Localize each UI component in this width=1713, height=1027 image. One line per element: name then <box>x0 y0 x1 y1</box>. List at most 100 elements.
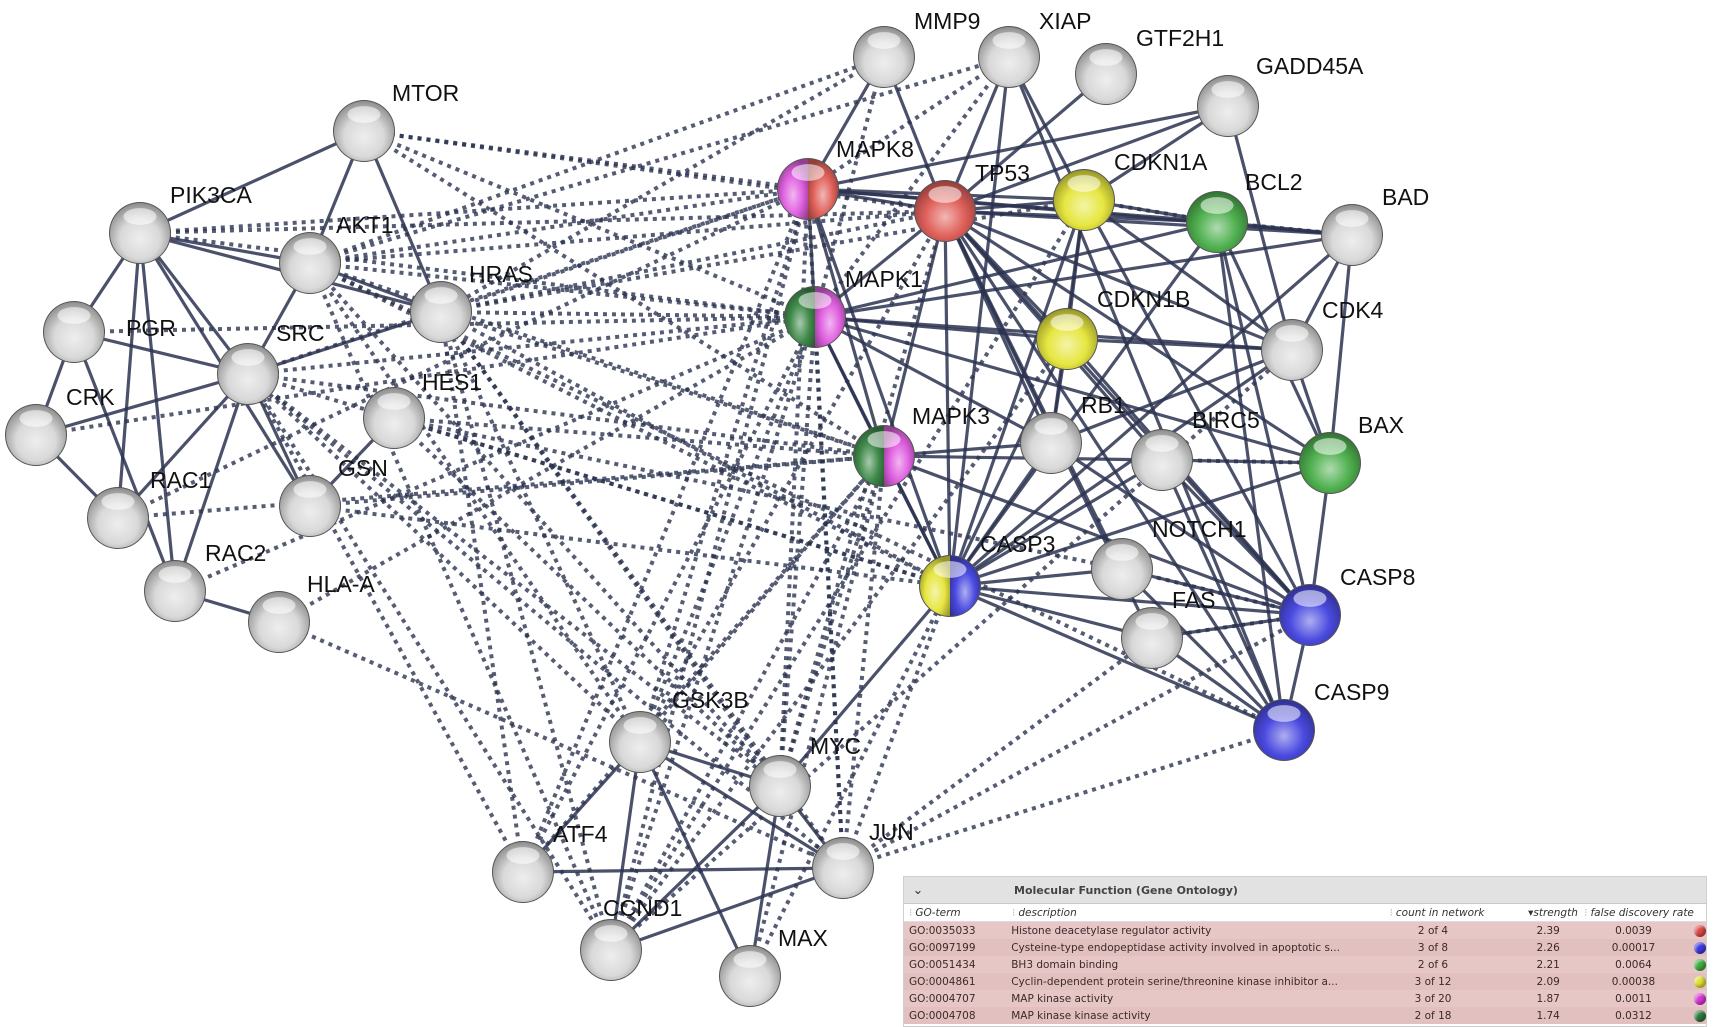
column-header-go-term[interactable]: ⁝GO-term <box>909 906 961 919</box>
table-row[interactable]: GO:0004707 MAP kinase activity 3 of 20 1… <box>904 990 1706 1007</box>
node-bad[interactable]: BAD <box>1321 184 1429 266</box>
go-strength: 2.26 <box>1536 941 1560 954</box>
node-highlight <box>506 847 540 864</box>
node-rb1[interactable]: RB1 <box>1020 392 1126 474</box>
node-jun[interactable]: JUN <box>812 819 914 899</box>
node-cdk4[interactable]: CDK4 <box>1261 297 1384 381</box>
node-label: CDKN1A <box>1114 149 1208 175</box>
node-fas[interactable]: FAS <box>1121 587 1215 669</box>
node-label: CDKN1B <box>1097 286 1190 312</box>
dashed-edge-atf4-mapk8 <box>521 188 810 873</box>
edge-xiap-casp3 <box>948 56 1011 587</box>
node-highlight <box>1105 544 1139 561</box>
column-header-fdr[interactable]: ⁝false discovery rate <box>1584 906 1694 919</box>
node-bax[interactable]: BAX <box>1299 412 1404 494</box>
node-gsn[interactable]: GSN <box>279 455 388 537</box>
column-header-strength[interactable]: ▾strength <box>1522 907 1584 919</box>
node-mtor[interactable]: MTOR <box>333 80 459 162</box>
node-label: GSK3B <box>672 687 749 713</box>
dashed-edge-jun-fas <box>841 636 1154 870</box>
color-swatch-icon[interactable] <box>1694 975 1706 988</box>
node-highlight <box>798 292 832 309</box>
edge-mapk3-birc5 <box>883 454 1163 462</box>
color-swatch-icon[interactable] <box>1694 992 1706 1005</box>
node-mapk1[interactable]: MAPK1 <box>784 266 923 348</box>
color-swatch-icon[interactable] <box>1694 958 1706 971</box>
node-highlight <box>347 106 381 123</box>
edge-casp3-myc <box>778 584 952 788</box>
column-header-count[interactable]: ⁝count in network <box>1389 906 1485 919</box>
node-mmp9[interactable]: MMP9 <box>853 8 980 88</box>
node-label: CDK4 <box>1322 297 1384 323</box>
node-pgr[interactable]: PGR <box>43 301 176 363</box>
node-myc[interactable]: MYC <box>749 733 861 817</box>
dashed-edge-hras-mapk3 <box>440 310 885 458</box>
dashed-edge-jun-mapk1 <box>813 316 845 869</box>
node-hla-a[interactable]: HLA-A <box>248 571 375 653</box>
node-cdkn1a[interactable]: CDKN1A <box>1053 149 1208 231</box>
column-header-description[interactable]: ⁝description <box>1012 906 1077 919</box>
node-src[interactable]: SRC <box>217 320 325 405</box>
dashed-edge-gsk3b-hras <box>439 311 642 743</box>
node-rac1[interactable]: RAC1 <box>87 467 211 549</box>
dashed-edge-ccnd1-hras <box>439 311 613 951</box>
collapse-chevron-icon[interactable]: ⌄ <box>912 882 924 898</box>
dashed-edge-gsk3b-tp53 <box>638 210 947 743</box>
node-casp9[interactable]: CASP9 <box>1253 679 1389 761</box>
node-label: CCND1 <box>603 895 682 921</box>
column-label: strength <box>1533 906 1578 919</box>
node-max[interactable]: MAX <box>719 925 828 1007</box>
node-atf4[interactable]: ATF4 <box>492 821 608 903</box>
node-highlight <box>826 843 860 860</box>
color-swatch-icon[interactable] <box>1694 1009 1706 1022</box>
node-label: MAPK1 <box>845 266 923 292</box>
edge-bcl2-casp8 <box>1215 221 1312 616</box>
node-tp53[interactable]: TP53 <box>914 160 1030 242</box>
node-gadd45a[interactable]: GADD45A <box>1197 53 1364 137</box>
node-casp8[interactable]: CASP8 <box>1279 564 1415 646</box>
node-gsk3b[interactable]: GSK3B <box>609 687 749 773</box>
color-swatch-icon[interactable] <box>1694 924 1706 937</box>
go-description: Cyclin-dependent protein serine/threonin… <box>1011 975 1338 988</box>
color-swatch-icon[interactable] <box>1694 941 1706 954</box>
node-birc5[interactable]: BIRC5 <box>1131 407 1260 491</box>
node-crk[interactable]: CRK <box>5 384 115 466</box>
node-rac2[interactable]: RAC2 <box>144 540 266 622</box>
dashed-edge-hla-a-mapk1 <box>278 315 816 624</box>
dashed-edge-ccnd1-cdkn1a <box>609 198 1086 952</box>
go-column-headers: ⁝GO-term ⁝description ⁝count in network … <box>904 904 1706 922</box>
node-hes1[interactable]: HES1 <box>363 369 482 449</box>
edge-cdkn1b-casp3 <box>948 338 1069 587</box>
dashed-edge-hes1-casp3 <box>393 416 951 588</box>
node-bcl2[interactable]: BCL2 <box>1186 169 1303 253</box>
node-mapk8[interactable]: MAPK8 <box>777 136 914 220</box>
table-row[interactable]: GO:0004708 MAP kinase kinase activity 2 … <box>904 1007 1706 1024</box>
edge-gsk3b-max <box>638 741 752 977</box>
go-strength: 2.21 <box>1536 958 1560 971</box>
go-panel-header: ⌄ Molecular Function (Gene Ontology) <box>904 877 1706 904</box>
go-term: GO:0004861 <box>909 975 976 988</box>
table-row[interactable]: GO:0004861 Cyclin-dependent protein seri… <box>904 973 1706 990</box>
node-xiap[interactable]: XIAP <box>978 8 1091 88</box>
edge-tp53-mapk3 <box>882 210 947 457</box>
node-notch1[interactable]: NOTCH1 <box>1091 516 1247 600</box>
node-akt1[interactable]: AKT1 <box>279 212 394 294</box>
edge-cdkn1a-cdk4 <box>1083 198 1293 352</box>
node-pik3ca[interactable]: PIK3CA <box>109 182 252 264</box>
edge-gsk3b-ccnd1 <box>609 741 642 951</box>
dashed-edge-myc-mapk1 <box>778 316 817 787</box>
edge-atf4-jun <box>522 866 844 874</box>
table-row[interactable]: GO:0051434 BH3 domain binding 2 of 6 2.2… <box>904 956 1706 973</box>
node-gtf2h1[interactable]: GTF2H1 <box>1075 25 1224 105</box>
dashed-edge-hras-casp3 <box>440 310 951 588</box>
node-cdkn1b[interactable]: CDKN1B <box>1036 286 1190 370</box>
table-row[interactable]: GO:0035033 Histone deacetylase regulator… <box>904 922 1706 939</box>
node-mapk3[interactable]: MAPK3 <box>853 403 990 487</box>
table-row[interactable]: GO:0097199 Cysteine-type endopeptidase a… <box>904 939 1706 956</box>
node-casp3[interactable]: CASP3 <box>919 531 1055 617</box>
node-highlight <box>928 186 962 203</box>
node-label: AKT1 <box>336 212 394 238</box>
node-hras[interactable]: HRAS <box>410 261 533 343</box>
node-ccnd1[interactable]: CCND1 <box>580 895 682 981</box>
